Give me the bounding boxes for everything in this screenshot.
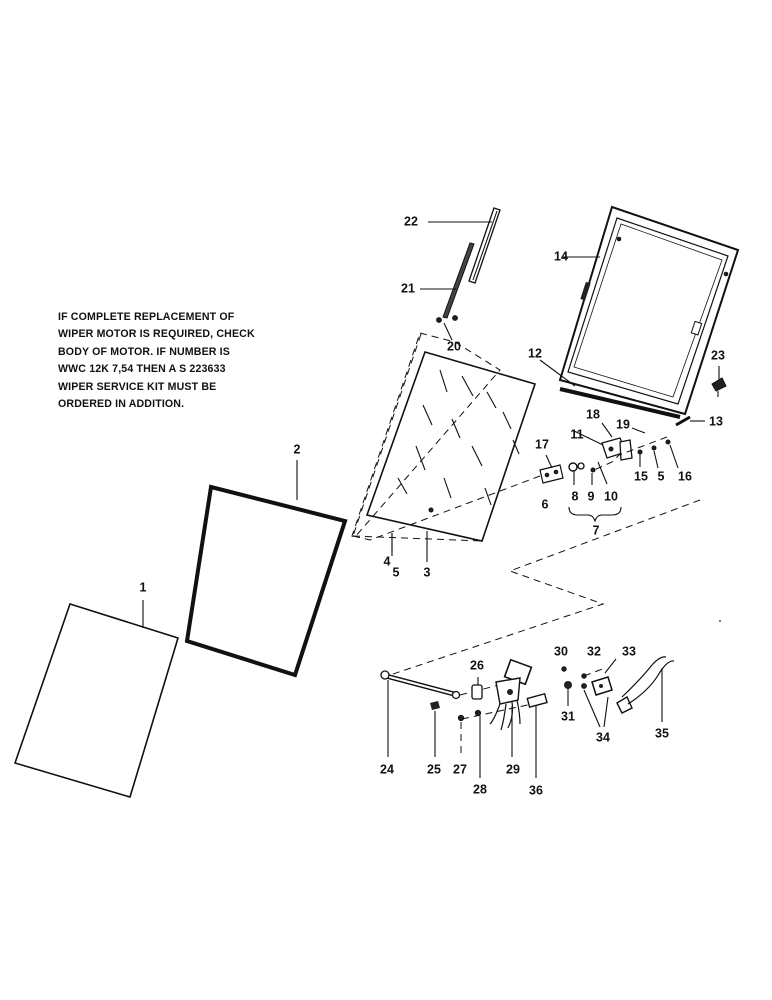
callout-label: 15 [634,469,648,483]
callout-label: 4 [384,554,391,568]
callout-label: 10 [604,489,618,503]
note-line: WWC 12K 7,54 THEN A S 223633 [58,363,226,376]
callout-label: 12 [528,346,542,360]
callout-label: 13 [709,414,723,428]
part-14-frame [558,205,740,416]
callout-label: 30 [554,644,568,658]
part-13-pin [675,415,691,427]
part-17-hinge-plate [539,464,564,484]
callout-label: 25 [427,762,441,776]
part-24-drive-rod [380,670,461,700]
part-3-glass [351,332,537,542]
part-8-bushing [568,462,578,472]
callout-label: 3 [424,565,431,579]
wiper-motor-note: IF COMPLETE REPLACEMENT OF WIPER MOTOR I… [58,309,298,413]
callout-label: 27 [453,762,467,776]
callout-label: 14 [554,249,568,263]
callout-label: 34 [596,730,610,744]
callout-label: 32 [587,644,601,658]
callout-label: 29 [506,762,520,776]
note-line: WIPER SERVICE KIT MUST BE [58,380,217,393]
note-line: IF COMPLETE REPLACEMENT OF [58,311,235,323]
callout-label: 24 [380,762,394,776]
part-23-latch [711,377,727,392]
callout-label: 33 [622,644,636,658]
callout-label: 18 [586,407,600,421]
callout-label: 5 [658,469,665,483]
part-31-washer [564,681,572,689]
callout-label: 19 [616,417,630,431]
part-36-bushing [526,692,548,709]
callout-label: 8 [572,489,579,503]
part-2-panel [184,484,348,678]
part-26-spacer [471,684,483,700]
part-25-nut [430,701,440,710]
note-line: BODY OF MOTOR. IF NUMBER IS [58,345,230,358]
part-35-cable [616,656,675,714]
callout-label: 36 [529,783,543,797]
part-7-brace [568,506,622,523]
callout-label: 9 [588,489,595,503]
callout-label: 2 [294,442,301,456]
callout-label: 26 [470,658,484,672]
callout-label: 20 [447,339,461,353]
callout-label: 35 [655,726,669,740]
callout-label: 5 [393,565,400,579]
part-9-washer [590,467,596,473]
callout-label: 1 [140,580,147,594]
part-1-panel [13,603,179,798]
callout-label: 6 [542,497,549,511]
callout-label: 17 [535,437,549,451]
callout-label: 23 [711,348,725,362]
note-line: WIPER MOTOR IS REQUIRED, CHECK [58,328,255,341]
part-30-screw [561,666,567,672]
callout-label: 21 [401,281,415,295]
callout-label: 16 [678,469,692,483]
part-12-seal-strip [559,387,681,419]
callout-label: 31 [561,709,575,723]
part-29-wiper-motor [489,658,533,731]
callout-label: 22 [404,214,418,228]
part-21-wiper-arm [442,242,475,319]
note-line: ORDERED IN ADDITION. [58,398,185,411]
callout-label: 7 [593,523,600,537]
callout-label: 28 [473,782,487,796]
callout-label: 11 [570,427,583,441]
